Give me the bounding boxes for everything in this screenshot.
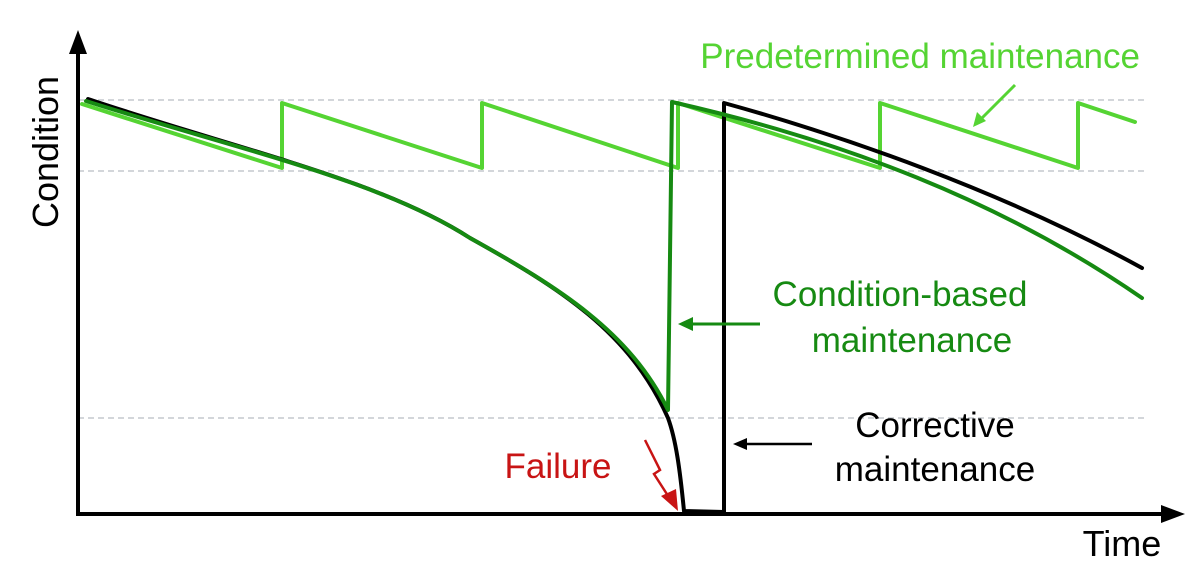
corrective-label-line2: maintenance [835,450,1035,489]
y-axis-arrowhead [69,30,87,54]
x-axis-arrowhead [1161,505,1185,523]
pointer-arrows [678,83,1017,450]
curves [80,97,1144,514]
diagram-labels: Predetermined maintenance Condition-base… [505,37,1140,489]
corrective-label-line1: Corrective [855,406,1014,445]
predetermined-maintenance-label: Predetermined maintenance [700,37,1140,76]
failure-label: Failure [505,447,612,486]
corrective-pointer-arrow [733,438,812,450]
reference-lines [78,99,1145,419]
x-axis-label: Time [1083,523,1162,564]
axes: Condition Time [25,30,1185,564]
predetermined-maintenance-curve [80,101,1137,170]
condition-based-maintenance-curve [84,99,1144,412]
condition-based-label-line1: Condition-based [773,275,1028,314]
predetermined-pointer-arrow [973,83,1017,127]
condition-based-label-line2: maintenance [812,321,1012,360]
lightning-bolt-icon [643,439,678,511]
condition-based-pointer-arrow [678,317,760,331]
y-axis-label: Condition [25,76,66,228]
